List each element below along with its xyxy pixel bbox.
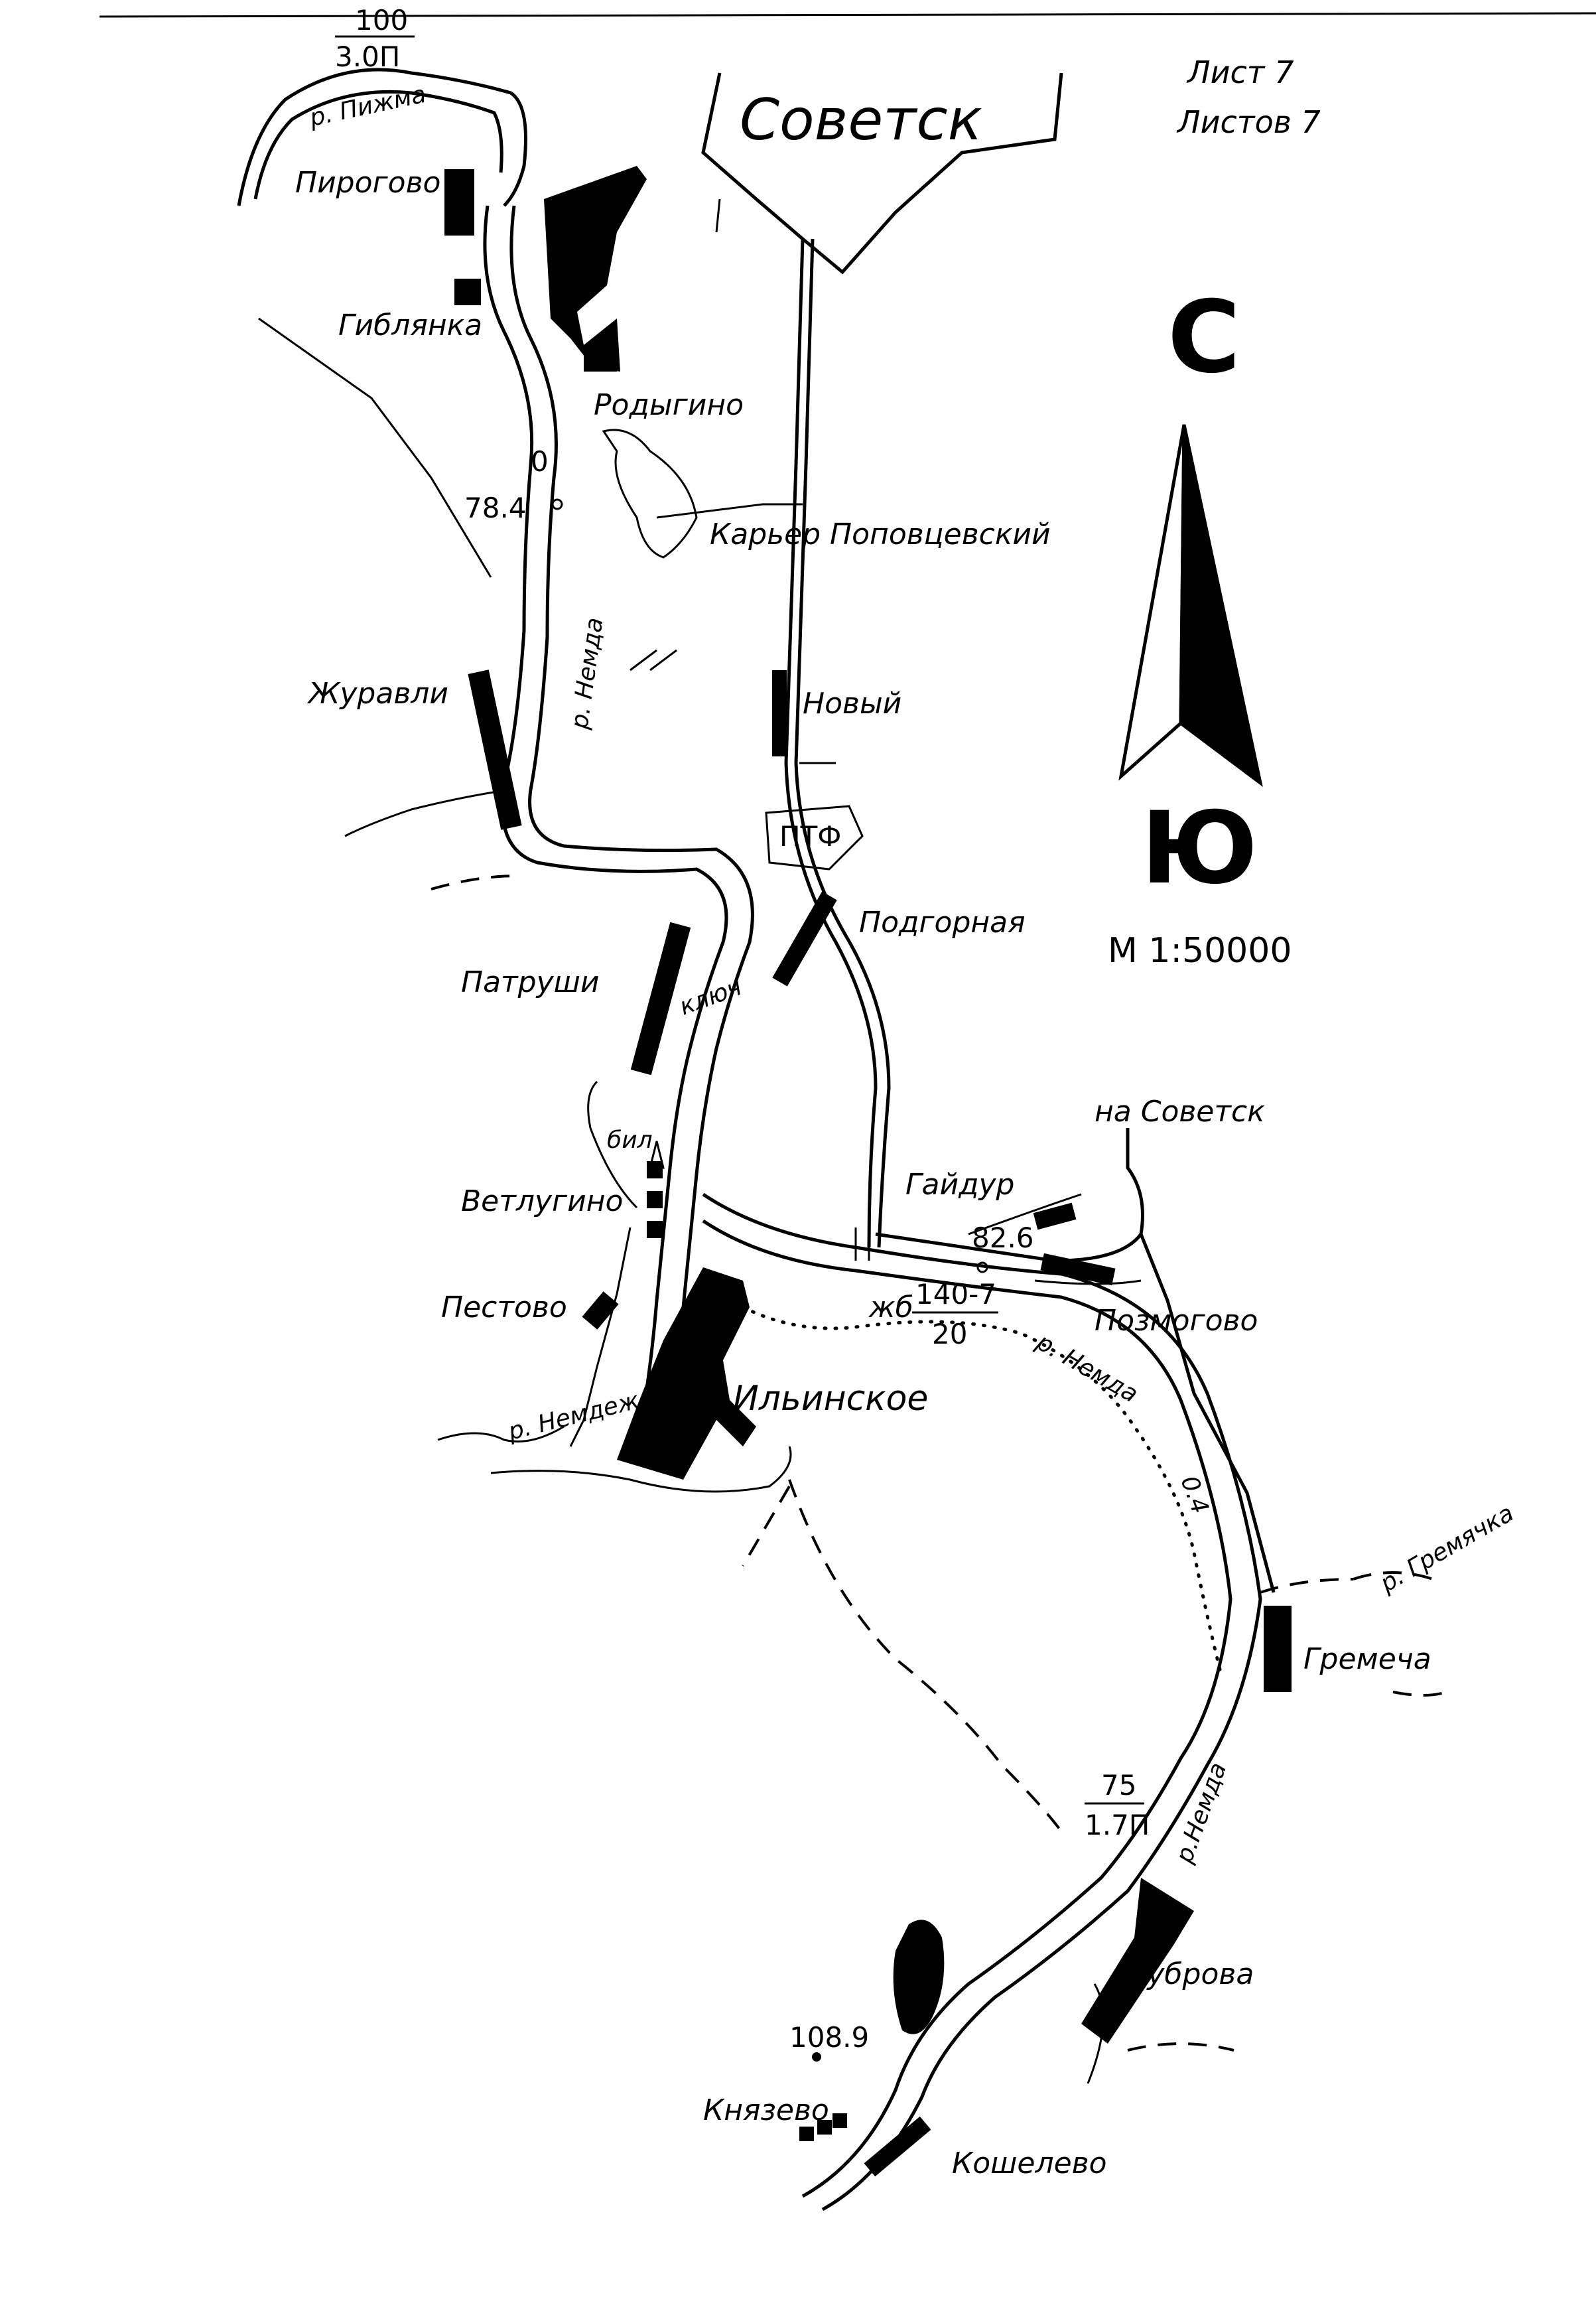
compass-south: Ю [1141, 791, 1258, 906]
label-patrushi: Патруши [461, 965, 600, 999]
city-sovetsk: Советск [740, 87, 982, 153]
label-elev-1089: 108.9 [789, 2021, 869, 2054]
ilinskoe-block [617, 1267, 756, 1480]
novyi-block [772, 670, 787, 756]
label-gaidur: Гайдур [905, 1168, 1014, 1202]
label-vetlugino: Ветлугино [461, 1184, 623, 1218]
label-rodygino: Родыгино [594, 388, 744, 422]
label-bridge-prefix: жб [868, 1291, 913, 1324]
label-pirogovo: Пирогово [295, 166, 440, 200]
mark-top-num: 100 [355, 4, 408, 36]
label-bil: бил [607, 1127, 653, 1154]
pizhma-river [237, 68, 527, 207]
label-knyazevo: Князево [703, 2093, 829, 2127]
sheet-total: Листов 7 [1176, 104, 1321, 140]
giblyanka-block [454, 279, 481, 305]
label-na-sovetsk: на Советск [1095, 1095, 1265, 1129]
main-road [784, 238, 878, 1248]
vetlugino-block-1 [647, 1161, 663, 1178]
label-pozmogovo: Позмогово [1095, 1304, 1258, 1338]
zhuravli-block [468, 669, 522, 830]
north-arrow-icon [1118, 424, 1263, 788]
sheet-number: Лист 7 [1186, 54, 1294, 90]
label-ilinskoe: Ильинское [733, 1379, 928, 1419]
hatch-1 [630, 649, 677, 671]
triangle-marker-icon [649, 1141, 665, 1169]
label-mark-17: 1.7П [1085, 1809, 1150, 1841]
label-novyi: Новый [803, 687, 901, 721]
label-nemdezh: р. Немдеж [505, 1387, 642, 1446]
patrushi-block [630, 922, 691, 1076]
label-koshelevo: Кошелево [952, 2146, 1107, 2180]
track-1 [258, 317, 492, 578]
city-boundary [701, 72, 1063, 275]
label-mark-75: 75 [1101, 1769, 1136, 1801]
label-elev-784: 78.4 [464, 492, 527, 524]
label-podgornaya: Подгорная [859, 906, 1026, 940]
pestovo-block [582, 1291, 619, 1330]
label-zero: 0 [531, 445, 549, 478]
forest-patch [893, 1920, 945, 2034]
gaidur-block [1033, 1202, 1077, 1230]
quarry-outline [602, 429, 698, 559]
map-scale: М 1:50000 [1108, 931, 1292, 971]
label-nemda-lower: р. Немда [1031, 1328, 1143, 1409]
label-pestovo: Пестово [441, 1291, 567, 1324]
label-bridge-num: 140-7 [915, 1278, 996, 1310]
label-gremecha: Гремеча [1303, 1642, 1431, 1676]
dotted-trail [741, 1305, 1223, 1674]
label-nemda-upper: р. Немда [566, 616, 608, 731]
compass-north: С [1167, 280, 1240, 395]
sovetsk-built-area [544, 166, 647, 372]
sheet-border [99, 12, 1596, 18]
label-zhuravli: Журавли [306, 677, 448, 711]
label-gremyachka: р. Гремячка [1375, 1500, 1518, 1598]
pirogovo-block [444, 169, 474, 236]
label-karier: Карьер Поповцевский [710, 518, 1051, 551]
knyazevo-block [799, 2127, 814, 2141]
rodygino-block [584, 345, 617, 372]
elev-point-784 [551, 498, 563, 510]
dubrova-block [1081, 1878, 1194, 2044]
label-giblyanka: Гиблянка [338, 309, 482, 342]
label-elev-826: 82.6 [972, 1222, 1034, 1254]
label-dubrova: Дуброва [1123, 1957, 1254, 1991]
bridge-mark [854, 1228, 870, 1261]
podgornaya-block [772, 891, 837, 987]
label-ptf: ПТФ [779, 820, 841, 853]
gremecha-block [1264, 1606, 1292, 1692]
ptf-outline [765, 805, 864, 871]
koshelevo-block [864, 2116, 931, 2177]
label-pizhma: р. Пижма [306, 81, 428, 132]
nemda-river-upper [483, 205, 728, 1447]
elev-point-1089 [812, 2052, 821, 2062]
pozmogovo-block [1040, 1253, 1116, 1286]
elev-point-826 [976, 1261, 988, 1273]
dashed-track-1 [788, 1479, 1063, 1833]
mark-top-den: 3.0П [335, 40, 400, 73]
label-bridge-den: 20 [932, 1318, 967, 1350]
nemda-river-lower [702, 1192, 1262, 2212]
